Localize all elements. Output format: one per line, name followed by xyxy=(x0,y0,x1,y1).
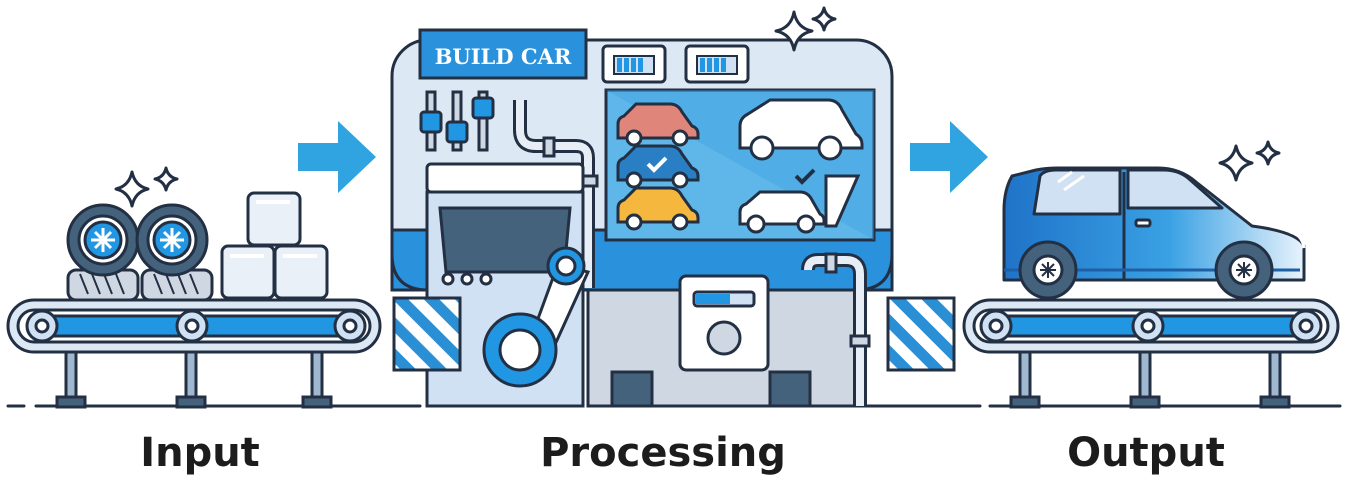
arrow-right-icon xyxy=(910,121,988,193)
ruler xyxy=(824,174,861,228)
hazard-block-left xyxy=(392,296,462,372)
tire-stack-left xyxy=(66,203,140,302)
cube-icon xyxy=(220,244,276,300)
cube-icon xyxy=(246,191,302,247)
car-icon xyxy=(616,144,700,189)
cube-icon xyxy=(273,244,329,300)
check-icon xyxy=(646,156,668,173)
stage-label-input: Input xyxy=(140,430,260,476)
control-sliders xyxy=(419,90,495,152)
input-conveyor xyxy=(6,298,382,409)
car-window xyxy=(1032,168,1122,216)
sparkle-icon xyxy=(774,6,837,52)
car-window xyxy=(1126,168,1224,210)
arrow-right-icon xyxy=(298,121,376,193)
stage-label-output: Output xyxy=(1067,430,1225,476)
conveyor-rollers xyxy=(25,309,367,343)
machine-sign xyxy=(418,28,588,80)
car-icon xyxy=(616,186,700,231)
machine-sign-label: BUILD CAR xyxy=(435,44,572,69)
stage-label-processing: Processing xyxy=(540,430,786,476)
sparkle-icon xyxy=(1218,140,1281,182)
build-car-machine: BUILD CAR xyxy=(390,28,956,408)
sparkle-icon xyxy=(114,166,179,208)
car-icon xyxy=(738,190,826,234)
finished-car xyxy=(1002,166,1306,300)
output-conveyor xyxy=(962,298,1340,409)
conveyor-legs xyxy=(1009,348,1291,409)
intake-panel xyxy=(425,162,585,194)
car-icon xyxy=(738,98,864,161)
tire-stack-right xyxy=(135,203,214,302)
level-gauge xyxy=(601,44,667,84)
robot-arm xyxy=(482,246,591,388)
level-gauge xyxy=(684,44,750,84)
conveyor-legs xyxy=(55,348,333,409)
check-icon xyxy=(794,168,816,185)
conveyor-rollers xyxy=(979,309,1323,343)
cube-stack xyxy=(220,191,329,300)
car-icon xyxy=(616,102,700,147)
hazard-block-right xyxy=(886,296,956,372)
